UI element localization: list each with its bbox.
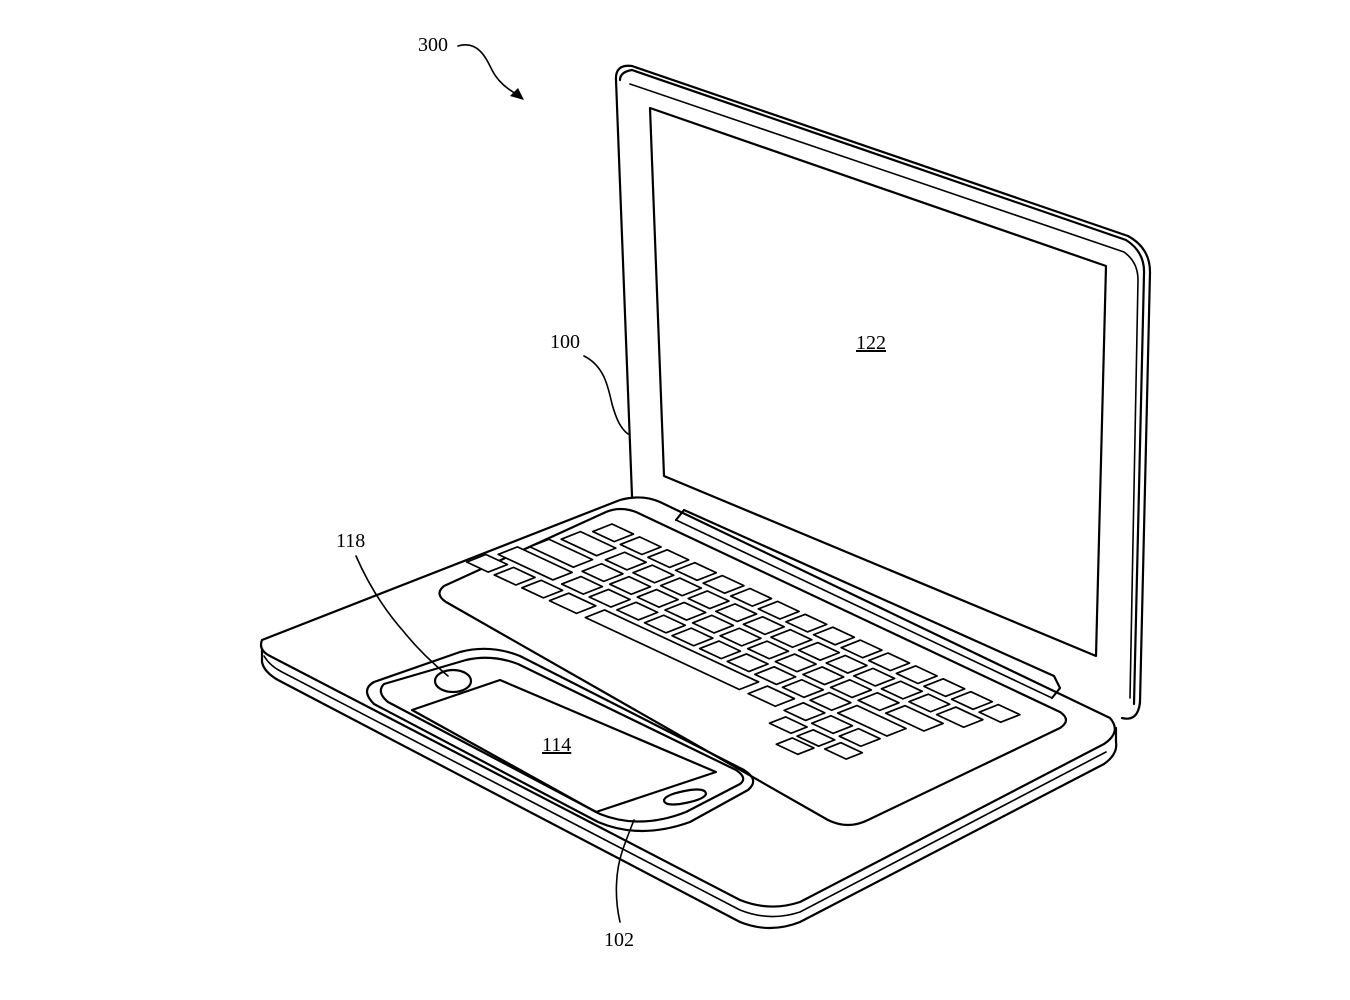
reference-labels: 300 100 122 118 114 102 — [336, 34, 886, 951]
label-122: 122 — [856, 332, 886, 354]
keyboard-key — [643, 614, 687, 634]
base-top-surface — [259, 496, 1116, 908]
phone-recess — [365, 647, 755, 833]
keyboard-key — [493, 566, 536, 586]
keyboard-key — [604, 551, 648, 571]
keyboard-key — [825, 654, 868, 674]
keyboard-key — [857, 691, 900, 712]
keyboard-key — [754, 665, 797, 686]
keyboard-key — [647, 548, 690, 569]
keyboard-key — [757, 600, 800, 620]
keyboard-key — [671, 627, 714, 647]
keyboard-key — [770, 628, 813, 649]
keyboard-key — [950, 690, 994, 711]
keyboard-key — [867, 652, 911, 672]
keyboard-key — [548, 592, 597, 615]
phone-body — [379, 656, 745, 823]
keyboard-key — [829, 679, 873, 699]
keyboard-key — [785, 613, 828, 633]
label-102: 102 — [604, 929, 634, 951]
keyboard-key — [812, 626, 856, 646]
keyboard-key — [935, 706, 984, 729]
arrow-key — [775, 737, 815, 756]
keyboard-key — [726, 653, 769, 673]
keyboard-key — [852, 667, 896, 687]
keyboard-key — [923, 677, 966, 698]
keyboard-key — [636, 588, 679, 609]
keyboard-key — [880, 680, 924, 700]
phone-speaker — [662, 788, 708, 806]
home-button — [433, 668, 473, 694]
label-300: 300 — [418, 34, 448, 56]
leader-102 — [615, 819, 635, 923]
keyboard-key — [838, 727, 881, 748]
keyboard-key — [742, 615, 786, 636]
laptop-base — [259, 496, 1118, 930]
keyboard-key — [581, 562, 624, 583]
keyboard-key — [691, 614, 735, 634]
keyboard-key — [465, 553, 509, 573]
keyboard-key — [591, 523, 635, 543]
keyboard-key — [729, 587, 773, 607]
display-screen — [648, 106, 1108, 658]
keyboard-key — [702, 574, 745, 595]
arrow-key — [823, 741, 864, 760]
keyboard-key — [783, 701, 826, 722]
keyboard-key — [719, 627, 762, 647]
arrow-300 — [510, 88, 524, 100]
keyboard-key — [698, 640, 742, 660]
leader-118 — [355, 555, 449, 677]
keyboard-key — [802, 666, 845, 686]
keyboard-key — [616, 601, 659, 621]
keyboard-key — [884, 704, 944, 732]
keyboard-key — [659, 577, 703, 597]
label-118: 118 — [336, 530, 365, 552]
keyboard-key — [781, 678, 825, 699]
keyboard-key — [560, 530, 617, 557]
arrow-key — [768, 716, 808, 735]
keyboard-key — [774, 653, 817, 673]
keyboard-key — [908, 693, 951, 713]
keyboard-key — [560, 575, 604, 595]
keyboard-key — [895, 665, 938, 685]
leader-100 — [583, 355, 629, 435]
keyboard-key — [608, 575, 652, 596]
keyboard-key — [664, 601, 707, 621]
keyboard-key — [746, 640, 790, 660]
space-bar — [584, 609, 760, 691]
leader-300 — [457, 44, 521, 97]
keyboard-key — [528, 538, 594, 569]
keyboard-key — [840, 639, 883, 659]
label-114: 114 — [542, 734, 571, 756]
phone-device — [365, 647, 755, 833]
keyboard-well — [438, 507, 1068, 827]
keyboard-key — [714, 603, 758, 623]
keyboard-key — [810, 714, 854, 735]
keyboard-key — [497, 546, 573, 581]
keyboard-key — [674, 561, 718, 582]
display-lid — [614, 64, 1152, 720]
keyboard-key — [797, 641, 841, 662]
keyboard-key — [619, 536, 662, 556]
keyboard — [465, 523, 1021, 760]
arrow-key — [796, 728, 836, 748]
keyboard-key — [747, 685, 796, 708]
keyboard-key — [836, 704, 907, 737]
keyboard-key — [687, 590, 730, 610]
label-100: 100 — [550, 331, 580, 353]
keyboard-key — [521, 579, 564, 599]
keyboard-key — [809, 691, 852, 712]
phone-display — [410, 678, 718, 814]
keyboard-key — [978, 703, 1021, 724]
keyboard-key — [632, 564, 675, 584]
keyboard-key — [588, 588, 631, 608]
